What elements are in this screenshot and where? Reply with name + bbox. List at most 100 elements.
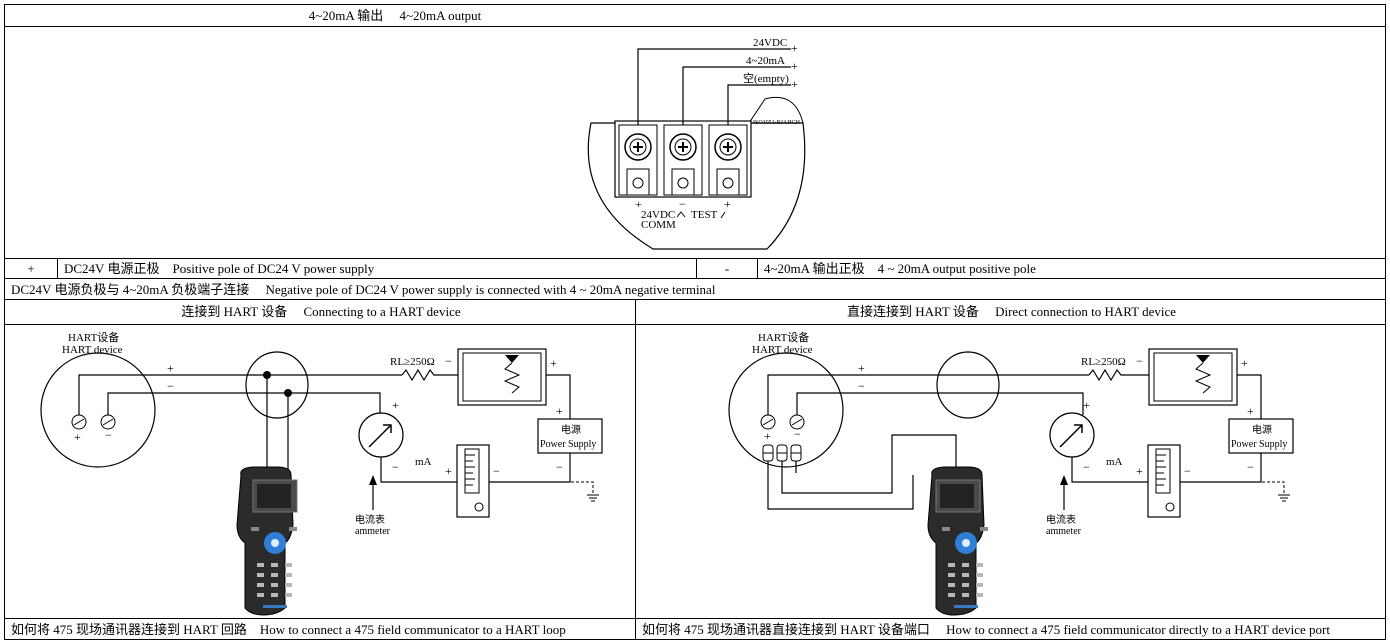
hart-loop-diagram: HART设备 HART device + − + − RL≥250Ω − + +… — [40, 330, 603, 616]
hart-device-label-cn: HART设备 — [758, 330, 809, 344]
svg-text:−: − — [1184, 464, 1191, 478]
output-title: 4~20mA 输出 4~20mA output — [308, 8, 482, 23]
svg-text:+: + — [1247, 404, 1254, 418]
svg-text:−: − — [493, 464, 500, 478]
svg-text:−: − — [858, 379, 865, 393]
svg-text:−: − — [445, 354, 452, 368]
hart-device-circle — [728, 352, 844, 468]
loop-wire-negative — [107, 392, 381, 415]
svg-text:−: − — [392, 460, 399, 474]
transmitter-box — [1148, 348, 1238, 406]
svg-text:+: + — [556, 404, 563, 418]
junction-circle — [936, 351, 1000, 419]
resistor — [401, 368, 458, 382]
label-4-20ma: 4~20mA — [746, 55, 785, 67]
terminal-3 — [708, 124, 748, 196]
svg-text:+: + — [1241, 356, 1248, 370]
ma-label: mA — [1106, 456, 1123, 468]
resistor — [1088, 368, 1149, 382]
power-supply-label-cn: 电源 — [1252, 423, 1272, 436]
svg-text:+: + — [1136, 464, 1143, 478]
hart-device-circle — [40, 352, 156, 468]
test-bracket — [676, 211, 686, 218]
hart-device-label-en: HART device — [752, 344, 813, 356]
left-panel: 连接到 HART 设备 Connecting to a HART device … — [4, 299, 636, 640]
svg-text:−: − — [556, 460, 563, 474]
plus-sign-3: + — [791, 77, 798, 91]
svg-text:+: + — [1083, 398, 1090, 412]
terminal-sign-3: + — [724, 197, 731, 211]
wire-4-20ma — [682, 66, 791, 125]
direct-wire-1 — [767, 461, 914, 510]
legend-sign-minus: - — [724, 261, 730, 276]
power-supply-box — [537, 418, 603, 454]
svg-text:−: − — [1247, 460, 1254, 474]
terminal-diagram-cell: 24VDC 4~20mA 空(empty) + + + ISO3051-BJAH… — [4, 26, 1386, 259]
svg-text:−: − — [1083, 460, 1090, 474]
test-label: TEST — [691, 209, 718, 221]
ma-meter — [456, 444, 490, 518]
terminal-sign-2: − — [679, 197, 686, 211]
legend-sign-plus: + — [27, 261, 35, 276]
ma-meter — [1147, 444, 1181, 518]
svg-text:+: + — [550, 356, 557, 370]
housing-tab — [748, 97, 804, 124]
right-panel-caption: 如何将 475 现场通讯器直接连接到 HART 设备端口 How to conn… — [642, 622, 1330, 637]
loop-wire-negative — [796, 392, 1084, 415]
svg-text:+: + — [858, 361, 865, 375]
terminal-2 — [663, 124, 703, 196]
svg-text:−: − — [794, 427, 801, 441]
svg-text:−: − — [105, 428, 112, 442]
label-empty: 空(empty) — [743, 71, 789, 85]
loop-wire-positive — [767, 374, 1089, 415]
ammeter-label-en: ammeter — [1046, 526, 1082, 537]
loop-wire-positive — [78, 374, 402, 415]
terminal-sign-1: + — [635, 197, 642, 211]
field-communicator — [927, 466, 988, 616]
power-supply-label-en: Power Supply — [1231, 439, 1287, 450]
legend-row-2: DC24V 电源负极与 4~20mA 负极端子连接 Negative pole … — [4, 278, 1386, 300]
test-tick — [720, 211, 726, 219]
left-panel-caption: 如何将 475 现场通讯器连接到 HART 回路 How to connect … — [11, 622, 566, 637]
svg-text:−: − — [1136, 354, 1143, 368]
left-panel-title: 连接到 HART 设备 Connecting to a HART device — [181, 304, 461, 319]
power-supply-box — [1228, 418, 1294, 454]
power-supply-label-en: Power Supply — [540, 439, 596, 450]
ma-label: mA — [415, 456, 432, 468]
svg-text:+: + — [445, 464, 452, 478]
ammeter-label-en: ammeter — [355, 526, 391, 537]
legend-row-1: + DC24V 电源正极 Positive pole of DC24 V pow… — [4, 258, 1386, 279]
svg-text:+: + — [74, 430, 81, 444]
legend-desc-minus: 4~20mA 输出正极 4 ~ 20mA output positive pol… — [764, 261, 1036, 276]
hart-device-label-cn: HART设备 — [68, 330, 119, 344]
bottom-label-24vdc: 24VDC — [641, 209, 675, 221]
ammeter-label-cn: 电流表 — [1046, 513, 1076, 526]
legend-desc-plus: DC24V 电源正极 Positive pole of DC24 V power… — [64, 261, 375, 276]
output-title-row: 4~20mA 输出 4~20mA output — [4, 4, 1386, 27]
direct-wire-2 — [781, 434, 957, 494]
wire-24vdc — [637, 48, 791, 125]
plus-sign-2: + — [791, 59, 798, 73]
svg-text:+: + — [167, 361, 174, 375]
resistor-label: RL≥250Ω — [390, 356, 435, 368]
hart-device-label-en: HART device — [62, 344, 123, 356]
model-label: ISO3051-BJAHCH — [753, 120, 801, 126]
svg-text:+: + — [392, 398, 399, 412]
wire-empty — [727, 84, 791, 125]
resistor-label: RL≥250Ω — [1081, 356, 1126, 368]
hart-direct-diagram: HART设备 HART device + − + − RL≥250Ω − — [728, 330, 1294, 616]
field-communicator — [236, 466, 298, 616]
power-supply-label-cn: 电源 — [561, 423, 581, 436]
right-panel-title: 直接连接到 HART 设备 Direct connection to HART … — [846, 304, 1177, 319]
svg-text:+: + — [764, 429, 771, 443]
terminal-1 — [618, 124, 658, 196]
label-24vdc: 24VDC — [753, 37, 787, 49]
svg-text:−: − — [167, 379, 174, 393]
bottom-label-comm: COMM — [641, 219, 676, 231]
transmitter-box — [457, 348, 547, 406]
junction-circle — [245, 351, 309, 419]
right-panel: 直接连接到 HART 设备 Direct connection to HART … — [635, 299, 1386, 640]
terminal-block-diagram: 24VDC 4~20mA 空(empty) + + + ISO3051-BJAH… — [587, 37, 806, 250]
legend-desc-negative: DC24V 电源负极与 4~20mA 负极端子连接 Negative pole … — [11, 282, 716, 297]
plus-sign-1: + — [791, 41, 798, 55]
